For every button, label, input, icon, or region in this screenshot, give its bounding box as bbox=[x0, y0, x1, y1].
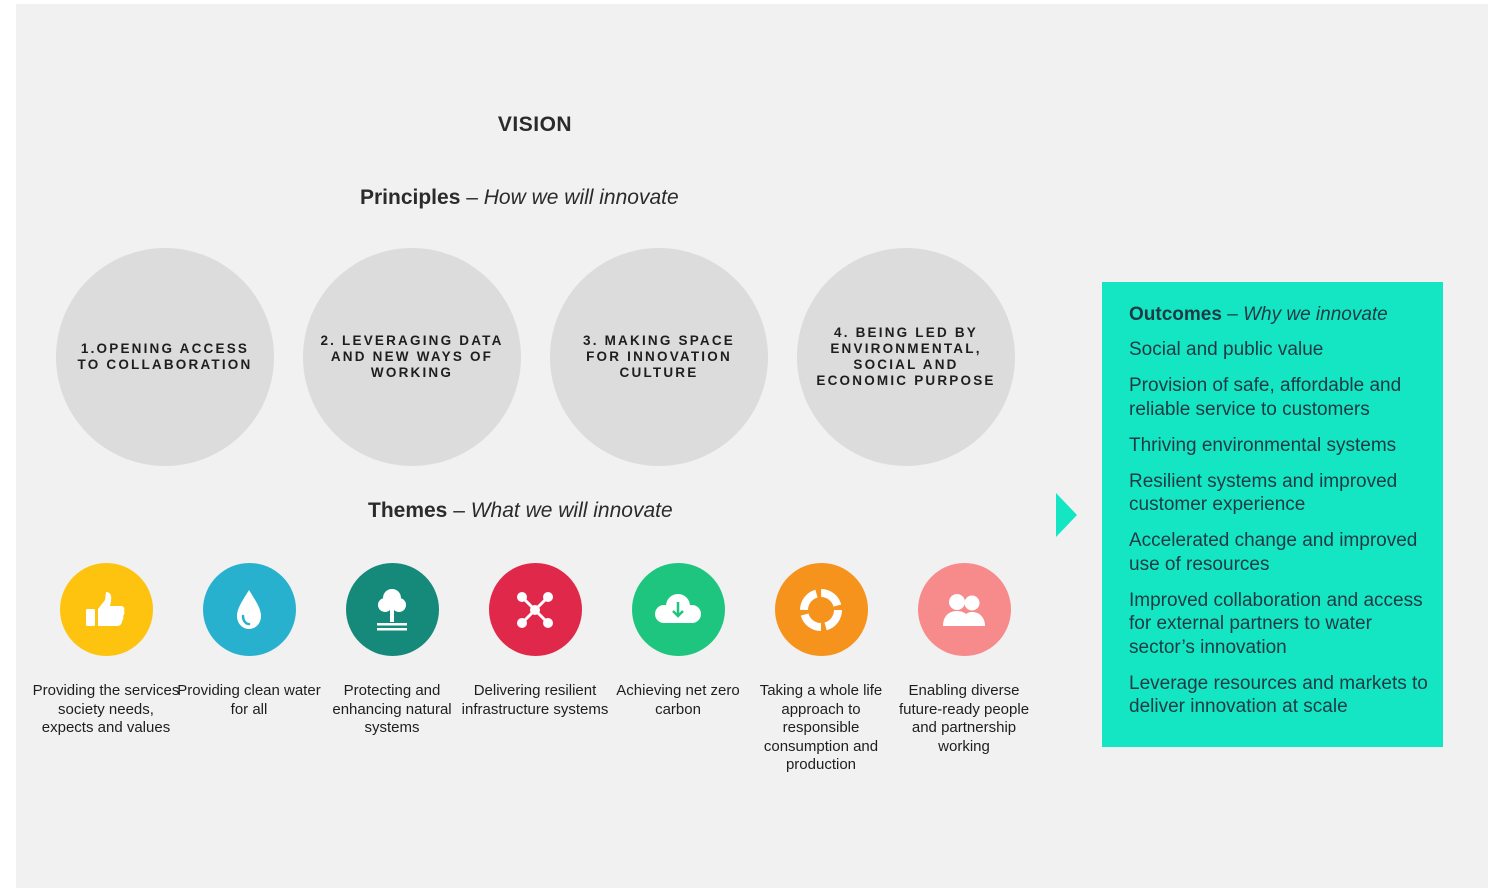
principle-circle-4: 4. BEING LED BY ENVIRONMENTAL, SOCIAL AN… bbox=[797, 248, 1015, 466]
theme-icon-circle bbox=[631, 563, 725, 656]
theme-icon-circle bbox=[59, 563, 153, 656]
theme-icon-circle bbox=[488, 563, 582, 656]
arrow-right-icon bbox=[1056, 493, 1077, 537]
outcome-item: Resilient systems and improved customer … bbox=[1129, 470, 1398, 516]
theme-icon-circle bbox=[774, 563, 868, 656]
principle-circle-1: 1.OPENING ACCESS TO COLLABORATION bbox=[56, 248, 274, 466]
theme-icon-circle bbox=[917, 563, 1011, 656]
outcome-item: Improved collaboration and access for ex… bbox=[1129, 589, 1423, 658]
outcomes-heading-label: Outcomes bbox=[1129, 304, 1222, 325]
theme-label: Taking a whole life approach to responsi… bbox=[759, 682, 883, 773]
principle-label: 2. LEVERAGING DATA AND NEW WAYS OF WORKI… bbox=[320, 333, 504, 380]
tree-icon bbox=[377, 588, 407, 630]
theme-item: Enabling diverse future-ready people and… bbox=[889, 563, 1039, 756]
principle-circle-2: 2. LEVERAGING DATA AND NEW WAYS OF WORKI… bbox=[303, 248, 521, 466]
theme-item: Protecting and enhancing natural systems bbox=[317, 563, 467, 738]
theme-label: Enabling diverse future-ready people and… bbox=[898, 682, 1030, 755]
theme-label: Providing the services society needs, ex… bbox=[32, 682, 180, 736]
outcome-item: Social and public value bbox=[1129, 339, 1324, 360]
themes-heading: Themes – What we will innovate bbox=[368, 499, 673, 522]
outcomes-subheading: Why we innovate bbox=[1243, 304, 1388, 325]
principle-label: 4. BEING LED BY ENVIRONMENTAL, SOCIAL AN… bbox=[816, 325, 996, 388]
people-icon bbox=[943, 593, 985, 626]
theme-item: Delivering resilient infrastructure syst… bbox=[460, 563, 610, 719]
theme-item: Providing clean water for all bbox=[174, 563, 324, 719]
outcomes-heading: Outcomes – Why we innovate bbox=[1129, 304, 1388, 325]
water-drop-icon bbox=[237, 589, 261, 629]
theme-label: Delivering resilient infrastructure syst… bbox=[461, 682, 609, 718]
principle-label: 3. MAKING SPACE FOR INNOVATION CULTURE bbox=[582, 333, 735, 380]
theme-icon-circle bbox=[202, 563, 296, 656]
outcome-item: Provision of safe, affordable and reliab… bbox=[1129, 375, 1402, 420]
principles-heading: Principles – How we will innovate bbox=[360, 186, 679, 209]
outcome-item: Leverage resources and markets to delive… bbox=[1129, 672, 1428, 718]
theme-label: Providing clean water for all bbox=[177, 682, 321, 718]
principles-subheading: How we will innovate bbox=[483, 186, 679, 209]
themes-subheading: What we will innovate bbox=[470, 499, 673, 522]
theme-item: Providing the services society needs, ex… bbox=[31, 563, 181, 738]
outcome-item: Thriving environmental systems bbox=[1129, 434, 1397, 456]
outcomes-panel: Outcomes – Why we innovate Social and pu… bbox=[1102, 282, 1443, 747]
principles-heading-label: Principles bbox=[360, 186, 461, 209]
theme-item: Achieving net zero carbon bbox=[603, 563, 753, 719]
principle-circle-3: 3. MAKING SPACE FOR INNOVATION CULTURE bbox=[550, 248, 768, 466]
principle-label: 1.OPENING ACCESS TO COLLABORATION bbox=[77, 341, 253, 372]
vision-title: VISION bbox=[497, 113, 573, 136]
theme-icon-circle bbox=[345, 563, 439, 656]
themes-heading-label: Themes bbox=[368, 499, 448, 522]
theme-label: Protecting and enhancing natural systems bbox=[332, 682, 452, 736]
theme-item: Taking a whole life approach to responsi… bbox=[746, 563, 896, 775]
circular-cycle-icon bbox=[800, 588, 842, 631]
network-nodes-icon bbox=[517, 591, 553, 628]
thumbs-up-icon bbox=[86, 591, 125, 626]
theme-label: Achieving net zero carbon bbox=[616, 682, 740, 718]
cloud-download-icon bbox=[655, 593, 701, 623]
outcome-item: Accelerated change and improved use of r… bbox=[1129, 530, 1418, 575]
